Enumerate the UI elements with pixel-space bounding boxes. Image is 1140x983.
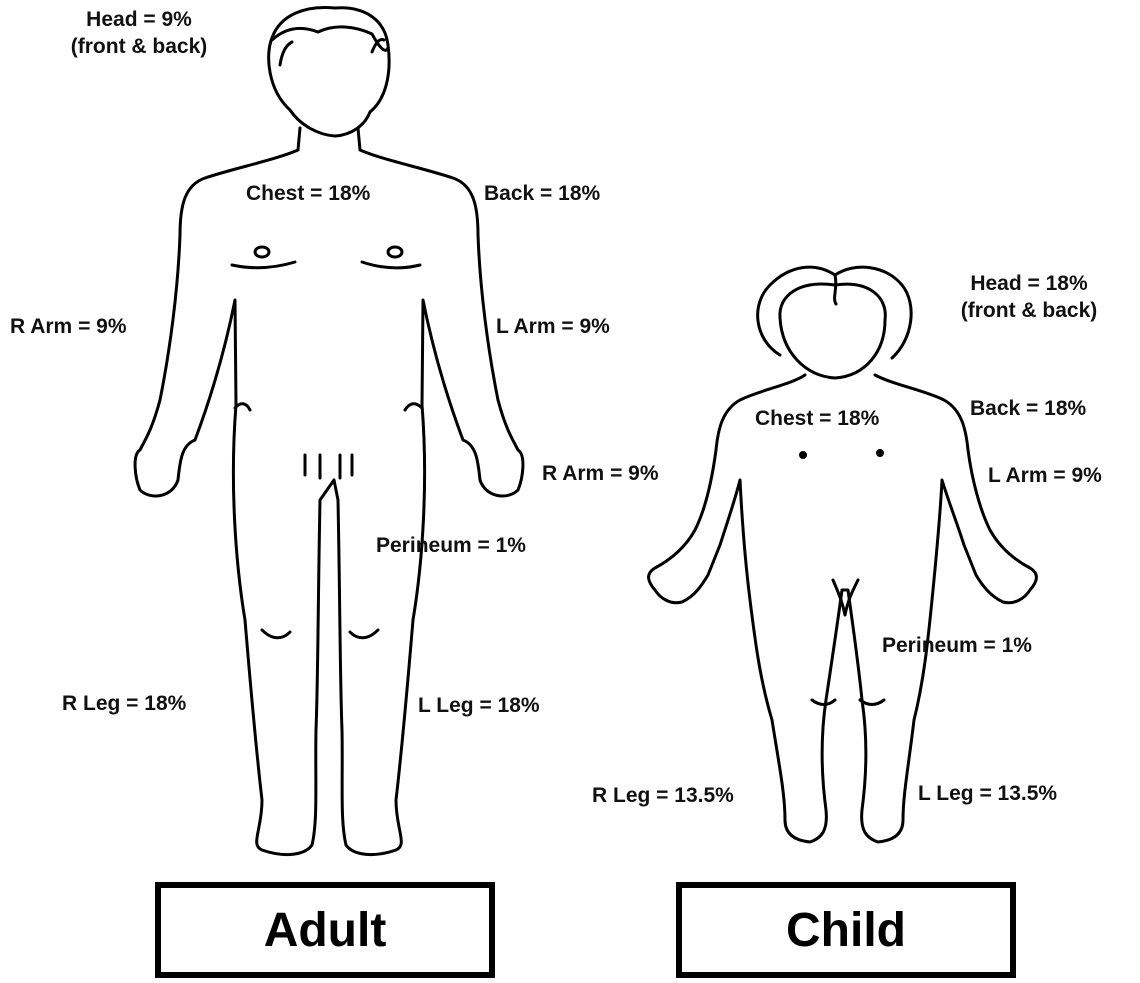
child-back-label: Back = 18%: [970, 395, 1086, 422]
adult-r-arm-label: R Arm = 9%: [10, 313, 127, 340]
child-chest-label: Chest = 18%: [755, 405, 879, 432]
adult-figure: [135, 7, 523, 854]
adult-body-outline: [135, 128, 523, 855]
child-figure: [649, 267, 1037, 842]
adult-r-leg-label: R Leg = 18%: [62, 690, 186, 717]
child-l-leg-label: L Leg = 13.5%: [918, 780, 1057, 807]
adult-head-label-line2: (front & back): [34, 33, 244, 60]
adult-hair: [272, 27, 388, 65]
child-perineum-label: Perineum = 1%: [882, 632, 1032, 659]
child-r-arm-label: R Arm = 9%: [542, 460, 659, 487]
child-caption-box: Child: [676, 882, 1016, 978]
child-caption: Child: [786, 903, 906, 958]
adult-l-arm-label: L Arm = 9%: [496, 313, 610, 340]
child-head-label-line1: Head = 18%: [934, 270, 1124, 297]
adult-chest-label: Chest = 18%: [246, 180, 370, 207]
adult-head-label: Head = 9% (front & back): [34, 6, 244, 60]
adult-caption-box: Adult: [155, 882, 495, 978]
child-head-outline: [780, 275, 885, 378]
adult-caption: Adult: [264, 903, 387, 958]
child-head-label-line2: (front & back): [934, 297, 1124, 324]
child-head-label: Head = 18% (front & back): [934, 270, 1124, 324]
child-r-leg-label: R Leg = 13.5%: [592, 782, 734, 809]
adult-perineum-label: Perineum = 1%: [376, 532, 526, 559]
adult-head-label-line1: Head = 9%: [34, 6, 244, 33]
child-l-arm-label: L Arm = 9%: [988, 462, 1102, 489]
adult-l-leg-label: L Leg = 18%: [418, 692, 540, 719]
adult-back-label: Back = 18%: [484, 180, 600, 207]
